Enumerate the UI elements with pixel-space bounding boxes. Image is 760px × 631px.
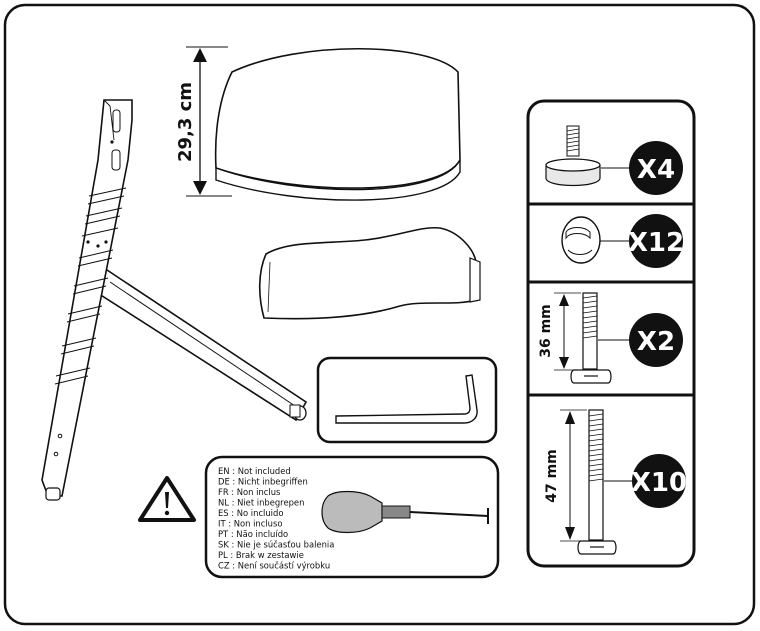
bolt-47mm-length-label: 47 mm — [544, 449, 560, 503]
tray-height-label: 29,3 cm — [175, 82, 196, 162]
quantity-label: X10 — [631, 468, 687, 498]
warning-icon — [138, 476, 196, 522]
screwdriver-icon — [321, 490, 489, 534]
notice-line: ES : No incluido — [218, 508, 283, 518]
notice-line: PT : Não incluído — [218, 529, 288, 539]
bolt-36mm-part — [570, 292, 612, 384]
not-included-list: EN : Not included DE : Nicht inbegriffen… — [218, 466, 334, 571]
bolt-36mm-length-label: 36 mm — [538, 304, 554, 358]
backrest-part — [258, 226, 481, 320]
quantity-label: X2 — [637, 327, 675, 357]
quantity-label: X4 — [637, 155, 675, 185]
notice-line: FR : Non inclus — [218, 487, 280, 497]
notice-line: IT : Non incluso — [218, 519, 282, 529]
notice-line: PL : Brak w zestawie — [218, 550, 304, 560]
tray-height-dimension: 29,3 cm — [175, 46, 232, 197]
quantity-badge — [632, 454, 686, 508]
quantity-badge — [629, 141, 683, 195]
notice-line: SK : Nie je súčasťou balenia — [218, 540, 334, 550]
outer-frame — [3, 3, 756, 626]
bolt-36mm-dimension: 36 mm — [538, 292, 581, 371]
quantity-label: X12 — [628, 228, 684, 258]
notice-line: CZ : Není součástí výrobku — [218, 561, 330, 571]
quantity-badge — [629, 214, 683, 268]
notice-line: NL : Niet inbegrepen — [218, 498, 304, 508]
notice-line: EN : Not included — [218, 466, 291, 476]
tray-part — [214, 47, 461, 201]
bolt-47mm-part — [577, 409, 617, 555]
notice-line: DE : Nicht inbegriffen — [218, 477, 308, 487]
allen-key-icon — [335, 374, 478, 424]
bolt-47mm-dimension: 47 mm — [544, 409, 587, 542]
quantity-badge — [629, 313, 683, 367]
side-leg-part — [41, 99, 308, 501]
cap-nut-part — [561, 216, 601, 264]
foot-glide-part — [545, 125, 601, 187]
